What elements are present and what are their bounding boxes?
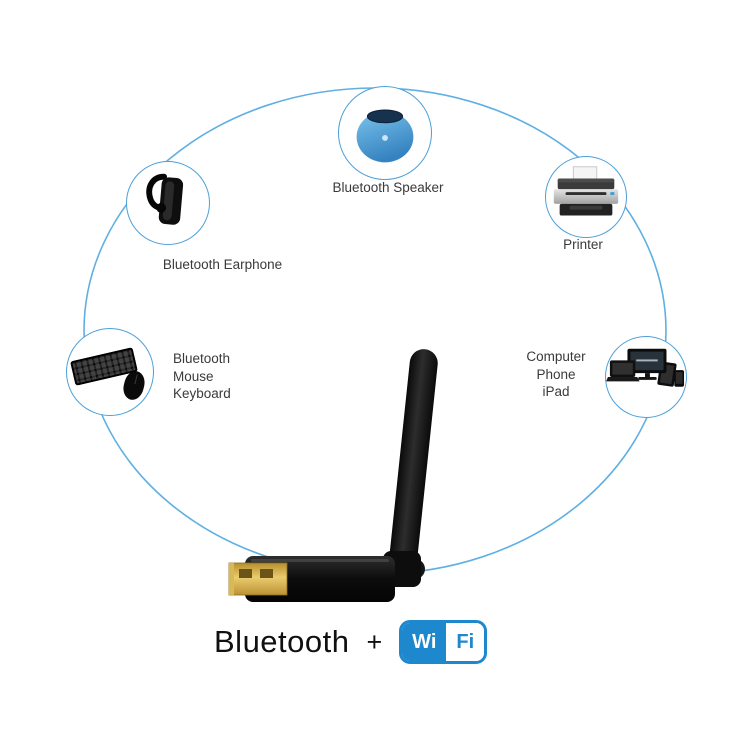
adapter-body-highlight [251, 559, 389, 562]
speaker-label-text: Bluetooth Speaker [332, 180, 444, 195]
computer-devices-label: Computer Phone iPad [506, 348, 606, 401]
mouse-keyboard-label-line1: Bluetooth [173, 351, 231, 366]
plus-sign: + [366, 626, 383, 657]
computer-devices-label-line3: iPad [542, 384, 570, 399]
computer-devices-icon [606, 348, 685, 387]
wifi-logo-wi-segment: Wi [402, 623, 447, 661]
node-bluetooth-speaker [338, 86, 432, 180]
speaker-label: Bluetooth Speaker [288, 179, 488, 197]
printer-label-text: Printer [563, 237, 603, 252]
keyboard-mouse-icon [67, 329, 153, 415]
wifi-logo: Wi Fi [399, 620, 488, 664]
antenna [389, 349, 438, 569]
product-title: Bluetooth [214, 624, 350, 659]
bluetooth-earphone-icon [146, 173, 184, 225]
earphone-label: Bluetooth Earphone [130, 256, 315, 274]
node-computer-devices [605, 336, 687, 418]
computer-devices-label-line2: Phone [536, 366, 576, 382]
mouse-keyboard-label-line3: Keyboard [173, 386, 231, 401]
usb-connector [228, 562, 288, 596]
node-bluetooth-earphone [126, 161, 210, 245]
node-printer [545, 156, 627, 238]
node-mouse-keyboard [66, 328, 154, 416]
usb-adapter-image [228, 349, 438, 602]
mouse-keyboard-label-line2: Mouse [173, 368, 214, 384]
printer-icon [553, 166, 619, 216]
footer: Bluetooth + Wi Fi [214, 620, 488, 664]
computer-devices-label-line1: Computer [526, 349, 586, 364]
mouse-keyboard-label: Bluetooth Mouse Keyboard [173, 350, 283, 403]
wifi-logo-fi-segment: Fi [446, 623, 485, 661]
printer-label: Printer [523, 236, 643, 254]
earphone-label-text: Bluetooth Earphone [162, 257, 283, 272]
bluetooth-speaker-icon [356, 109, 414, 163]
